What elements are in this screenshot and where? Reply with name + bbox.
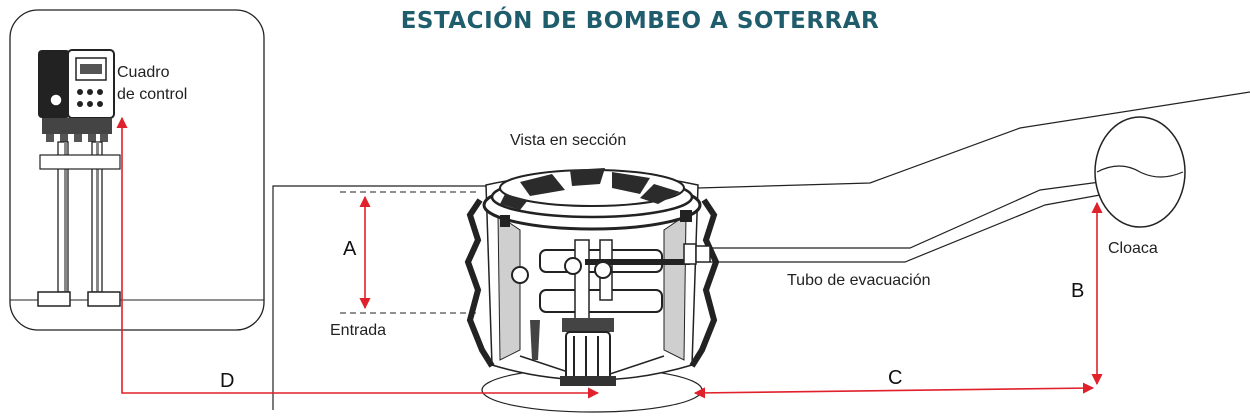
control-panel-label-line1: Cuadro	[117, 64, 170, 81]
dimension-d-label: D	[220, 370, 235, 392]
dimension-d-line	[116, 116, 600, 399]
pumping-tank	[464, 168, 720, 386]
dimension-c-label: C	[888, 367, 903, 389]
inlet-label: Entrada	[330, 322, 387, 339]
sewer-label: Cloaca	[1108, 240, 1158, 257]
dimension-a-label: A	[343, 238, 357, 260]
sewer	[1094, 116, 1186, 228]
diagram-title: ESTACIÓN DE BOMBEO A SOTERRAR	[400, 8, 880, 34]
discharge-pipe	[710, 181, 1101, 263]
inlet-reference-lines	[340, 191, 478, 314]
dimension-c-line	[693, 382, 1095, 399]
section-view-label: Vista en sección	[510, 132, 627, 149]
dimension-b-label: B	[1071, 280, 1085, 302]
discharge-pipe-label: Tubo de evacuación	[787, 272, 931, 289]
dimension-lines	[116, 116, 1103, 399]
control-panel-device	[37, 49, 121, 307]
control-panel-label-line2: de control	[117, 86, 188, 103]
